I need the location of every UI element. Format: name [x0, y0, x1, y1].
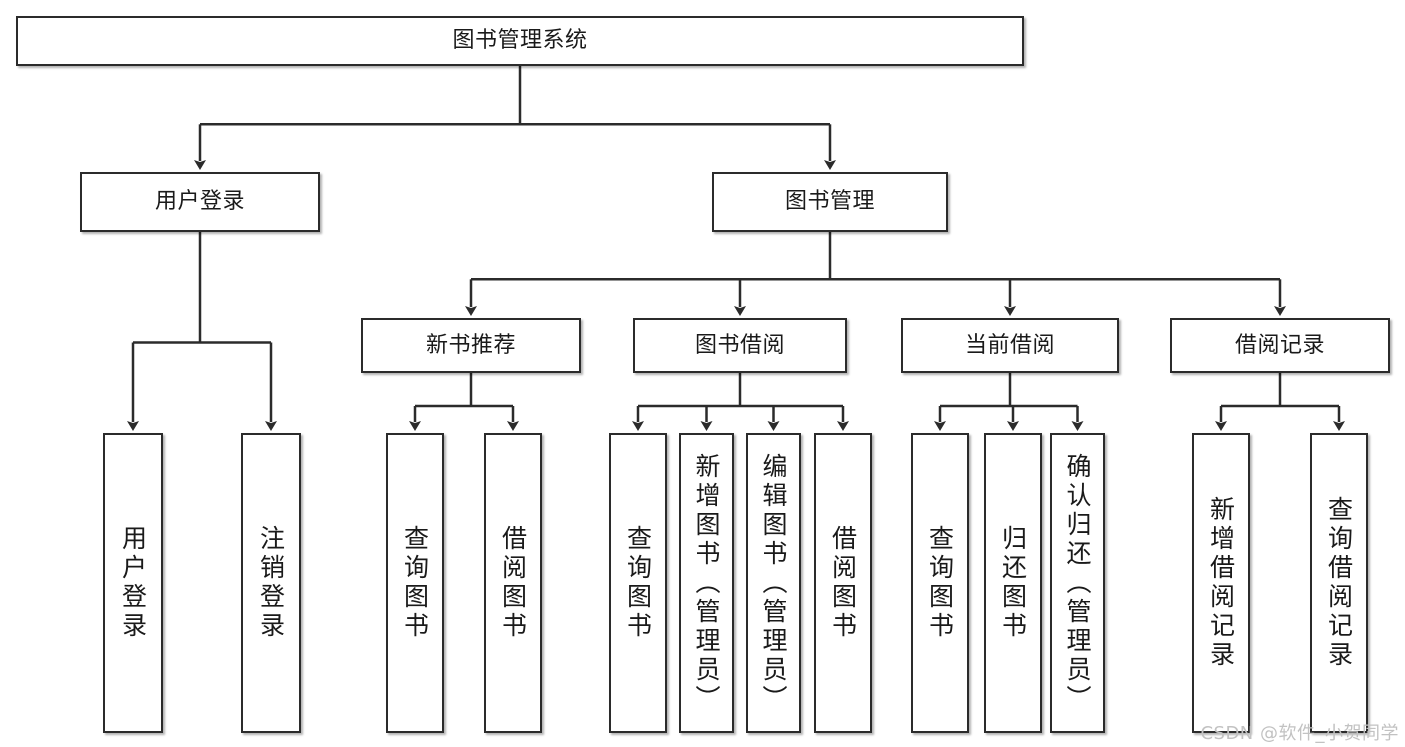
node-label: 新增借阅记录	[1206, 496, 1236, 670]
node-label: 借阅图书	[498, 525, 528, 641]
node-label: 当前借阅	[964, 332, 1055, 358]
node-new-book-rec[interactable]: 新书推荐	[361, 318, 581, 373]
node-current-borrow[interactable]: 当前借阅	[901, 318, 1119, 373]
node-label: 确认归还（管理员）	[1063, 452, 1092, 714]
node-label: 借阅记录	[1234, 332, 1325, 358]
node-label: 归还图书	[998, 525, 1028, 641]
node-label: 图书管理	[784, 189, 875, 215]
node-root[interactable]: 图书管理系统	[16, 16, 1024, 66]
watermark-text: CSDN @软件_小贺同学	[1200, 723, 1399, 744]
node-book-borrow[interactable]: 图书借阅	[633, 318, 847, 373]
node-leaf-rec-add[interactable]: 新增借阅记录	[1192, 433, 1250, 733]
node-label: 新书推荐	[425, 332, 516, 358]
node-leaf-rec-query[interactable]: 查询图书	[386, 433, 444, 733]
node-leaf-cur-return[interactable]: 归还图书	[984, 433, 1042, 733]
node-borrow-record[interactable]: 借阅记录	[1170, 318, 1390, 373]
node-label: 图书借阅	[694, 332, 785, 358]
node-leaf-rec-borrow[interactable]: 借阅图书	[484, 433, 542, 733]
node-leaf-brw-edit[interactable]: 编辑图书（管理员）	[746, 433, 801, 733]
node-leaf-brw-add[interactable]: 新增图书（管理员）	[679, 433, 734, 733]
node-book-manage[interactable]: 图书管理	[712, 172, 948, 232]
node-label: 借阅图书	[828, 525, 858, 641]
node-label: 新增图书（管理员）	[692, 452, 721, 714]
node-user-login[interactable]: 用户登录	[80, 172, 320, 232]
node-leaf-brw-lend[interactable]: 借阅图书	[814, 433, 872, 733]
node-label: 用户登录	[118, 525, 148, 641]
node-label: 用户登录	[154, 189, 245, 215]
node-leaf-cur-query[interactable]: 查询图书	[911, 433, 969, 733]
node-label: 查询借阅记录	[1324, 496, 1354, 670]
node-label: 图书管理系统	[452, 28, 588, 54]
node-leaf-brw-query[interactable]: 查询图书	[609, 433, 667, 733]
node-leaf-cur-confirm[interactable]: 确认归还（管理员）	[1050, 433, 1105, 733]
node-label: 查询图书	[623, 525, 653, 641]
node-leaf-rec-search[interactable]: 查询借阅记录	[1310, 433, 1368, 733]
node-label: 查询图书	[400, 525, 430, 641]
node-leaf-user-logout[interactable]: 注销登录	[241, 433, 301, 733]
node-label: 注销登录	[256, 525, 286, 641]
node-label: 编辑图书（管理员）	[759, 452, 788, 714]
node-leaf-user-login[interactable]: 用户登录	[103, 433, 163, 733]
node-label: 查询图书	[925, 525, 955, 641]
